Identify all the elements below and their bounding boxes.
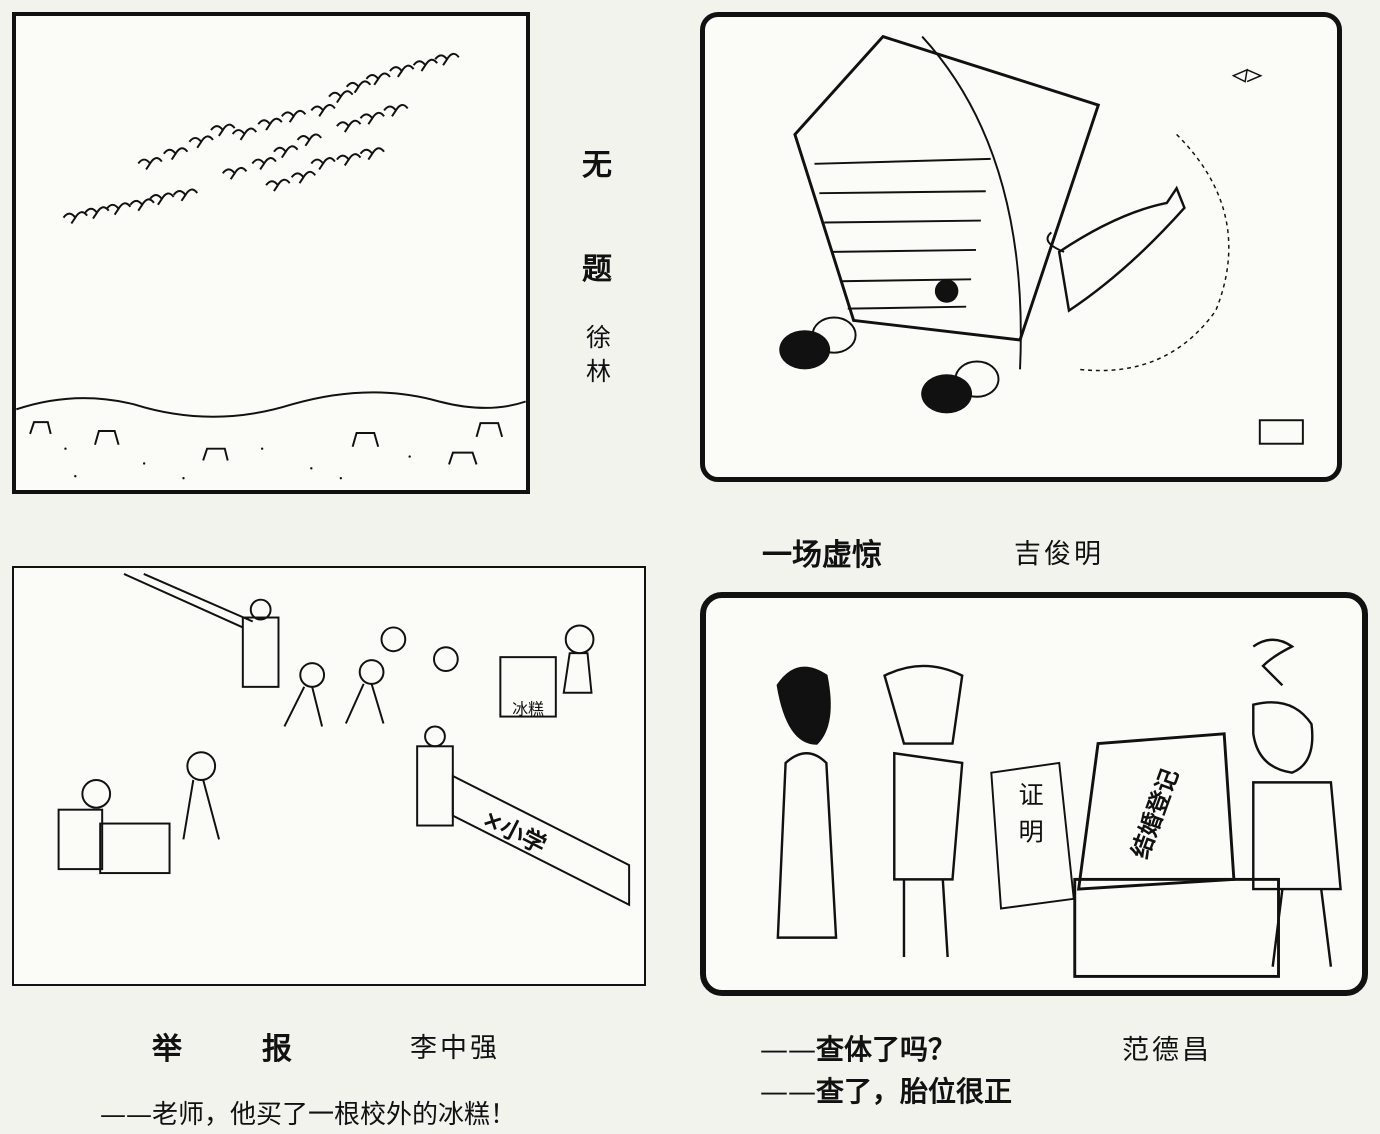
caption-author-false-alarm: 吉俊明 — [1014, 539, 1104, 570]
goose — [163, 147, 189, 161]
hole-in-granary — [934, 279, 959, 303]
running-students — [283, 626, 459, 727]
mouse-with-sack-2 — [921, 374, 973, 414]
goose — [172, 188, 199, 202]
goose — [231, 127, 258, 141]
mouse-with-sack-1 — [779, 330, 831, 370]
desk-sign: 结婚登记 — [1127, 765, 1184, 862]
vendor-and-boy — [57, 751, 221, 875]
dialogue-question: 查体了吗？ — [816, 1033, 957, 1066]
registration-office-drawing: 证 明 结婚登记 — [776, 638, 1342, 978]
author-char-2: 林 — [586, 357, 612, 386]
goose — [62, 211, 88, 225]
goose — [251, 157, 277, 170]
gate-sign: ×小学 — [478, 804, 551, 860]
goose — [137, 157, 163, 170]
leaping-cat — [1057, 185, 1186, 313]
goose — [296, 133, 322, 147]
butterfly — [1231, 68, 1263, 83]
title-char-2: 题 — [582, 252, 612, 287]
tree-stumps — [29, 421, 504, 465]
granary — [793, 34, 1101, 342]
clerk — [1252, 638, 1342, 967]
goose — [188, 135, 214, 149]
goose — [383, 104, 409, 117]
goose — [345, 80, 372, 94]
title-char-1: 无 — [582, 148, 612, 183]
goose — [129, 198, 155, 212]
school-gate-drawing: ×小学 冰糕 — [57, 573, 631, 907]
geese-over-stumps-drawing — [16, 52, 526, 480]
caption-dialogue-report: ——老师，他买了一根校外的冰糕！ — [100, 1100, 517, 1130]
goose — [281, 109, 307, 123]
ice-pop-cart — [499, 624, 595, 718]
man-with-certificate — [883, 664, 964, 958]
goose — [359, 111, 385, 125]
dash: —— — [760, 1075, 816, 1108]
granary-cat-mice-drawing — [779, 34, 1304, 445]
goose — [149, 192, 175, 206]
goose — [328, 90, 354, 104]
cartoon-panel-false-alarm — [700, 12, 1342, 482]
cartoon-panel-untitled — [12, 12, 530, 494]
goose — [412, 58, 438, 72]
goose — [210, 123, 236, 137]
goose — [84, 206, 110, 220]
caption-title-char-2: 报 — [262, 1032, 292, 1067]
cartoon-panel-report: ×小学 冰糕 — [12, 566, 646, 986]
author-char-1: 徐 — [586, 323, 612, 352]
goose — [105, 202, 132, 216]
certificate-char-1: 证 — [1018, 781, 1043, 810]
goose — [359, 147, 385, 161]
goose — [389, 64, 415, 78]
goose — [434, 52, 460, 66]
goose — [273, 145, 299, 159]
flying-geese — [62, 52, 460, 225]
dialogue-line-1: ——查体了吗？ — [760, 1028, 956, 1068]
goose — [290, 170, 317, 184]
goose — [310, 157, 336, 170]
goose — [222, 166, 248, 180]
registration-desk — [1073, 732, 1280, 978]
goose — [365, 72, 391, 86]
ground-stipple — [64, 447, 411, 480]
goose — [310, 104, 336, 117]
dialogue-answer: 查了，胎位很正 — [816, 1075, 1013, 1108]
caption-author-marriage: 范德昌 — [1122, 1035, 1212, 1066]
goose — [336, 153, 362, 167]
certificate-char-2: 明 — [1018, 818, 1043, 847]
artist-mark — [1258, 419, 1304, 445]
ice-pop-label: 冰糕 — [512, 700, 544, 719]
goose — [265, 178, 291, 192]
goose — [336, 119, 362, 133]
dash: —— — [760, 1033, 816, 1066]
cartoon-panel-marriage-registration: 证 明 结婚登记 — [700, 592, 1368, 996]
woman — [776, 666, 838, 939]
goose — [257, 117, 283, 131]
dialogue-line-2: ——查了，胎位很正 — [760, 1070, 1012, 1110]
school-wall — [123, 573, 631, 907]
caption-title-false-alarm: 一场虚惊 — [762, 538, 882, 573]
caption-title-char-1: 举 — [152, 1032, 182, 1067]
caption-author-report: 李中强 — [410, 1033, 500, 1064]
